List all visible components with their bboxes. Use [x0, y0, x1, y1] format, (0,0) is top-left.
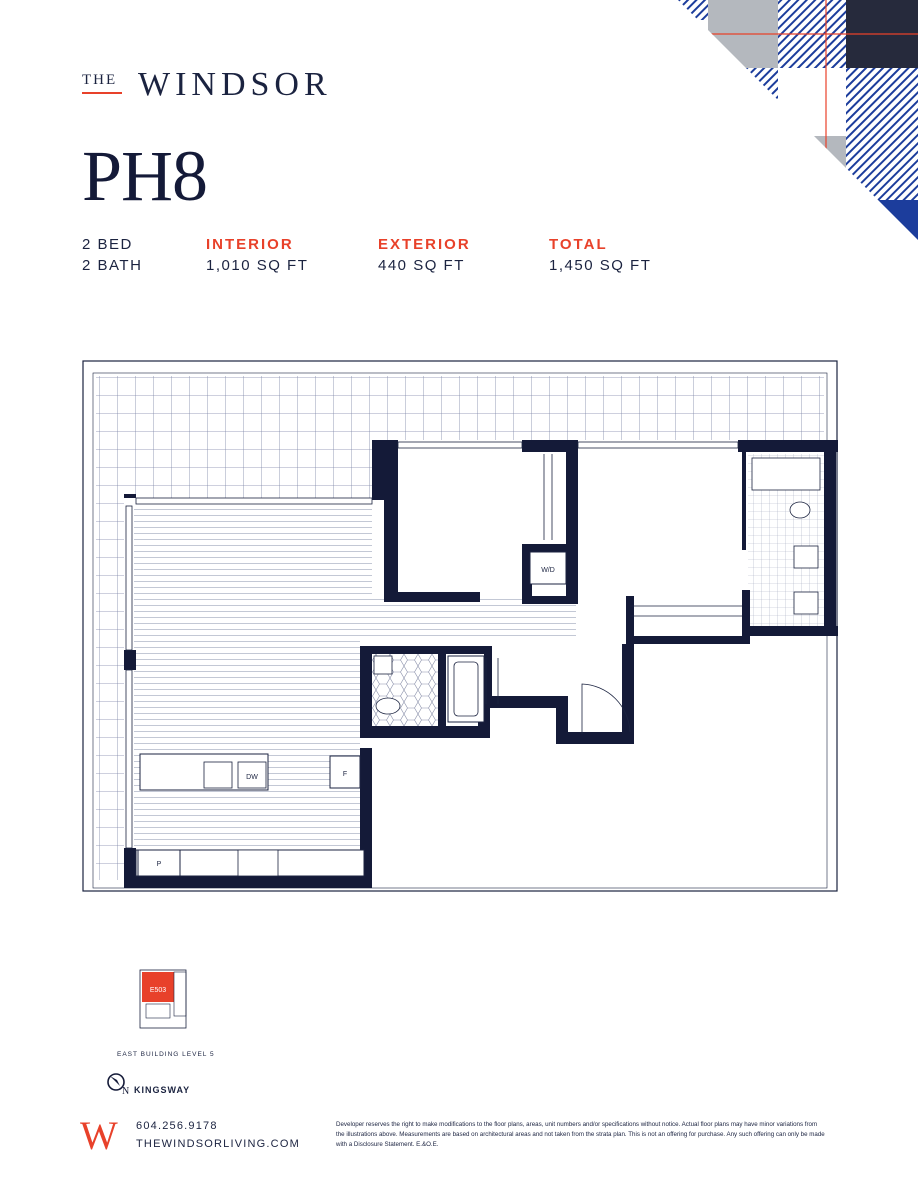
- floor-plan: W/D DW F P: [82, 360, 838, 892]
- bathtub: [447, 655, 485, 723]
- north-arrow-icon: N: [107, 1073, 129, 1096]
- bathtub-inner: [453, 661, 479, 717]
- windows: [125, 441, 739, 849]
- phone-number[interactable]: 604.256.9178: [136, 1120, 218, 1132]
- kitchen-island: DW: [139, 753, 269, 791]
- exterior-value: 440 SQ FT: [378, 257, 465, 274]
- total-spec: TOTAL 1,450 SQ FT: [549, 234, 651, 276]
- interior-spec: INTERIOR 1,010 SQ FT: [206, 234, 308, 276]
- unit-title: PH8: [82, 136, 208, 216]
- fixtures: [373, 457, 821, 715]
- closets: [485, 454, 742, 704]
- key-unit-code: E503: [150, 987, 166, 994]
- kitchen-counter: P: [135, 849, 365, 877]
- baths-value: 2 BATH: [82, 257, 143, 274]
- logo-windsor: WINDSOR: [138, 66, 332, 103]
- tartan-corner-decoration: [678, 0, 918, 240]
- logo-underline: [82, 92, 122, 94]
- pantry-label: P: [157, 861, 162, 868]
- fridge-label: F: [343, 771, 347, 778]
- bedroom-2-floor: [384, 454, 524, 592]
- dw-label: DW: [246, 774, 258, 781]
- key-plan-level-label: EAST BUILDING LEVEL 5: [117, 1051, 215, 1058]
- key-plan: E503: [139, 969, 187, 1029]
- total-value: 1,450 SQ FT: [549, 257, 652, 274]
- logo-the: THE: [82, 72, 118, 88]
- street-label: KINGSWAY: [134, 1085, 191, 1095]
- total-label: TOTAL: [549, 236, 608, 253]
- beds-value: 2 BED: [82, 236, 133, 253]
- washer-dryer: W/D: [529, 551, 567, 585]
- entry-door: [581, 683, 631, 734]
- bed-bath-spec: 2 BED 2 BATH: [82, 234, 142, 276]
- interior-label: INTERIOR: [206, 236, 294, 253]
- terrace-tiles: [96, 376, 824, 880]
- website-link[interactable]: THEWINDSORLIVING.COM: [136, 1138, 300, 1150]
- interior-value: 1,010 SQ FT: [206, 257, 309, 274]
- exterior-spec: EXTERIOR 440 SQ FT: [378, 234, 471, 276]
- north-label: N: [122, 1086, 129, 1096]
- bedroom-1-floor: [578, 454, 746, 590]
- monogram-logo: W: [80, 1113, 118, 1158]
- disclaimer-text: Developer reserves the right to make mod…: [336, 1121, 825, 1148]
- exterior-label: EXTERIOR: [378, 236, 471, 253]
- fridge: F: [329, 755, 361, 789]
- walls: [124, 440, 838, 888]
- wd-label: W/D: [541, 567, 555, 574]
